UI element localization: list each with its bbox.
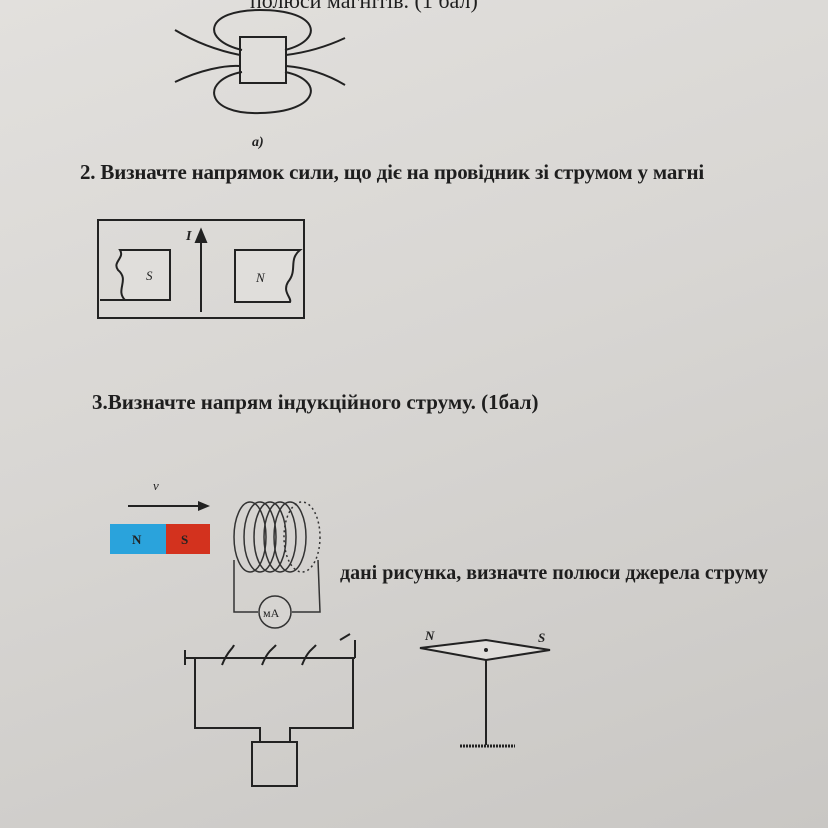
task2-question: 2. Визначте напрямок сили, що діє на про… [80,160,704,184]
induction-figure: v N S мА [110,478,321,629]
figure-a-label: а) [252,135,264,150]
task4-question: дані рисунка, визначте полюси джерела ст… [340,562,769,584]
conductor-in-field-figure: S N I [97,219,305,319]
pole-n-label: N [255,270,266,285]
magnet-north [110,524,166,554]
electromagnet-circuit-figure [184,633,356,787]
milliammeter-label: мА [263,606,280,620]
velocity-label: v [153,478,159,493]
current-label: I [185,229,192,244]
magnet-south [166,524,210,554]
needle-s-label: S [538,630,545,645]
coil [233,501,321,629]
task3-question: 3.Визначте напрям індукційного струму. (… [92,390,539,414]
task1-partial-text: полюси магнітів. (1 бал) [250,0,478,13]
magnet-n-label: N [132,532,142,547]
field-lines-figure: а) [174,8,346,150]
compass-needle-figure: N S [419,628,551,748]
pole-s-label: S [146,268,153,283]
needle-n-label: N [424,628,435,643]
magnet-s-label: S [181,532,188,547]
